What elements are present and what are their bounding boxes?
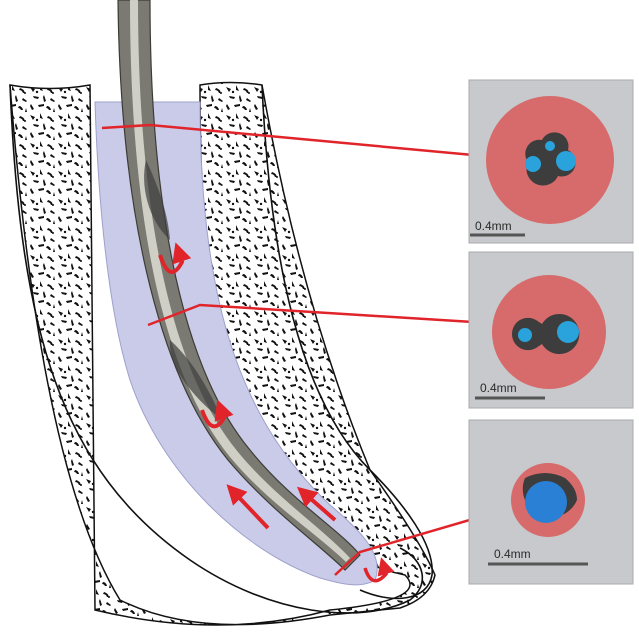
section-lumen (557, 321, 579, 343)
section-lumen (556, 151, 576, 171)
section-lumen (525, 156, 541, 172)
section-lumen (525, 481, 567, 523)
section-lumen (545, 141, 555, 151)
cross-section-panel-bottom: 0.4mm (469, 420, 633, 584)
section-lumen (518, 328, 532, 342)
scale-label: 0.4mm (475, 219, 512, 233)
scale-label: 0.4mm (494, 547, 531, 561)
cross-section-panel-middle: 0.4mm (469, 252, 633, 408)
scale-label: 0.4mm (480, 381, 517, 395)
cross-section-panel-top: 0.4mm (469, 80, 633, 243)
